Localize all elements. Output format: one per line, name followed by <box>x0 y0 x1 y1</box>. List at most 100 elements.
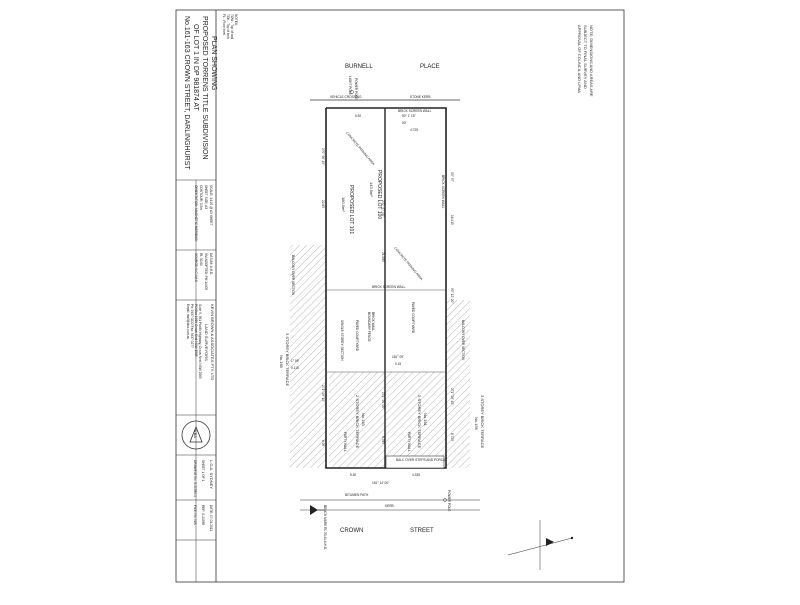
power-pole-bottom: POWER POLE <box>443 490 451 511</box>
light-pole: LIGHT POLE <box>348 76 352 95</box>
svg-text:BENCH MARK RL 33.41 A.H.D.: BENCH MARK RL 33.41 A.H.D. <box>323 505 327 550</box>
svg-text:271° 20' 00": 271° 20' 00" <box>381 392 385 409</box>
svg-text:2 STOREY BRICK TERRACE: 2 STOREY BRICK TERRACE <box>417 395 422 448</box>
svg-text:3 STOREY BRICK TERRACE: 3 STOREY BRICK TERRACE <box>285 333 290 386</box>
notes-line: TOK - Top of kerb <box>226 14 230 39</box>
north-arrow-icon <box>507 520 574 570</box>
lower-west-bearing: 271° 09' 15" <box>321 385 325 402</box>
lga-info: L.G.A. SYDNEY SHEET 1 OF 1 DRAWING No. S… <box>193 460 214 497</box>
terrace-159-number: No.159 <box>474 417 479 431</box>
hatch-west-neighbour <box>290 245 326 468</box>
lot101-label: PROPOSED LOT 101 180.0m² <box>341 185 354 234</box>
dimension-note-line: APPROVAL OF COUNCIL AND LPMA <box>577 25 582 93</box>
notes-block: NOTES: TOW - Top of wall TOK - Top of ke… <box>222 14 238 40</box>
top-dist-right: 4.725 <box>410 128 418 132</box>
datum-line: SOURCE: S.C.I.M.S <box>194 253 198 282</box>
svg-text:LIGHT POLE: LIGHT POLE <box>348 76 352 95</box>
bench-mark: BENCH MARK RL 33.41 A.H.D. <box>310 505 327 550</box>
west-bearing: 270° 56' 15" <box>321 148 325 165</box>
east-dist: 16.415 <box>450 215 454 225</box>
terrace-161-number: No.161 <box>423 413 428 427</box>
bottom-bearing: 181° 14' 00" <box>372 481 389 485</box>
top-bearing: 90° 1' 15" <box>402 114 416 118</box>
lower-mid-dist: 8.785 <box>381 436 385 444</box>
title-line: No.161-163 CROWN STREET, DARLINGHURST <box>183 16 190 170</box>
svg-text:PLACE: PLACE <box>420 64 440 70</box>
paved-courtyard-west: PAVED COURTYARD <box>355 320 359 352</box>
svg-text:22.65: 22.65 <box>321 200 325 208</box>
party-wall-east: PARTY WALL <box>407 432 411 452</box>
svg-text:BURNELL: BURNELL <box>345 64 373 70</box>
svg-text:8.95: 8.95 <box>321 440 325 446</box>
street-label-street: STREET <box>410 528 434 534</box>
svg-text:SINGLE STOREY SECTION: SINGLE STOREY SECTION <box>340 320 344 361</box>
balcony-east: BALCONY OVER SECTION <box>461 320 465 361</box>
terrace-163-label: 2 STOREY BRICK TERRACE No.163 <box>355 395 366 448</box>
lot100-label: PROPOSED LOT 100 143.9m² <box>369 170 382 219</box>
svg-text:PARTY WALL: PARTY WALL <box>343 432 347 452</box>
svg-text:16.415: 16.415 <box>450 215 454 225</box>
scale-text: SCALE: 1:120 @ A3 SHEET <box>209 185 213 225</box>
svg-text:270° 57' 00": 270° 57' 00" <box>381 200 385 217</box>
step-bearing-west: 1° 09' <box>291 359 299 363</box>
lower-mid-bearing: 271° 20' 00" <box>381 392 385 409</box>
dimension-note-line: SUBJECT TO FINAL SURVEY AND <box>583 25 588 89</box>
balc-over-label: BALC OVER STEPS AND PORCH <box>396 458 446 462</box>
boundary-fence: BOUNDARY FENCE <box>367 312 371 342</box>
plan-title: PLAN SHOWING PROPOSED TORRENS TITLE SUBD… <box>183 16 217 170</box>
svg-text:2 STOREY BRICK TERRACE: 2 STOREY BRICK TERRACE <box>355 395 360 448</box>
datum-info: DATUM: A.H.D. SM ADOPTED: PM 14409 RL 32… <box>194 253 213 290</box>
power-pole-top: POWER POLE <box>350 78 358 99</box>
svg-text:271° 09' 15": 271° 09' 15" <box>321 385 325 402</box>
lot100-area: 143.9m² <box>369 182 374 197</box>
svg-text:PROPOSED LOT 101: PROPOSED LOT 101 <box>348 185 354 234</box>
title-line: OF LOT 1 IN DP 981874 AT <box>192 24 199 111</box>
mid-dist: 21.585 <box>381 252 385 262</box>
drawing-number: DRAWING No. S-21585-1 <box>193 460 197 497</box>
lower-east-dist: 8.725 <box>450 433 454 441</box>
mid-bearing: 270° 57' 00" <box>381 200 385 217</box>
single-storey-section: SINGLE STOREY SECTION <box>340 320 344 361</box>
title-block: PLAN SHOWING PROPOSED TORRENS TITLE SUBD… <box>176 10 217 582</box>
brick-wall: BRICK WALL <box>371 312 375 331</box>
datum-line: SM ADOPTED: PM 14409 <box>204 253 208 290</box>
svg-text:CROWN: CROWN <box>340 528 363 534</box>
street-label-burnell: BURNELL <box>345 64 373 70</box>
kba-logo: KBA <box>181 420 211 450</box>
svg-text:PAVED COURTYARD: PAVED COURTYARD <box>411 302 415 334</box>
svg-text:BALCONY OVER SECTION: BALCONY OVER SECTION <box>461 320 465 361</box>
terrace-163-number: No.163 <box>361 413 366 427</box>
notes-heading: NOTES: <box>234 14 238 26</box>
svg-text:00° 57': 00° 57' <box>450 172 454 182</box>
svg-text:PAVED COURTYARD: PAVED COURTYARD <box>355 320 359 352</box>
bottom-dist-left: 5.30 <box>350 473 356 477</box>
firm-address: PO Box 1938 Crows Nest NSW 1585 <box>194 304 198 357</box>
bottom-dist-right: 4.335 <box>412 473 420 477</box>
date-info: DATE: 17-01-2011 REF: S-21585 FILE: No. … <box>193 505 213 531</box>
bitumen-path-label: BITUMEN PATH <box>345 493 369 497</box>
contour-text: CONTOUR: 0.5m <box>199 185 203 210</box>
dimension-note-line: NOTE: DIMENSIONS AND AREAS ARE <box>589 25 594 97</box>
brick-screen-wall-mid: BRICK SCREEN WALL <box>372 285 406 289</box>
title-line: PROPOSED TORRENS TITLE SUBDIVISION <box>201 16 208 160</box>
terrace-165-label: 3 STOREY BRICK TERRACE No.165 <box>279 333 290 386</box>
sheet-size-text: SHEET SIZE: A3 <box>204 185 208 209</box>
terrace-165-number: No.165 <box>279 355 284 369</box>
scale-info: SCALE: 1:120 @ A3 SHEET SHEET SIZE: A3 C… <box>194 185 213 242</box>
svg-text:PROPOSED LOT 100: PROPOSED LOT 100 <box>376 170 382 219</box>
lga-text: L.G.A. SYDNEY <box>209 460 214 489</box>
notes-line: FL - Floor level <box>222 14 226 35</box>
terrace-161-label: 2 STOREY BRICK TERRACE No.161 <box>417 395 428 448</box>
east-bearing-2: 90° 12' 20" <box>450 288 454 303</box>
step-dist-east: 0.15 <box>395 362 401 366</box>
hatch-east-neighbour <box>446 300 470 468</box>
svg-text:STREET: STREET <box>410 528 434 534</box>
svg-text:3 STOREY BRICK TERRACE: 3 STOREY BRICK TERRACE <box>480 395 485 448</box>
logo-text: KBA <box>193 430 198 438</box>
east-bearing: 00° 57' <box>450 172 454 182</box>
top-zero: 00" <box>402 121 407 125</box>
svg-text:BALCONY OVER SECTION: BALCONY OVER SECTION <box>291 255 295 296</box>
brick-screen-wall-top: BRICK SCREEN WALL <box>398 109 432 113</box>
